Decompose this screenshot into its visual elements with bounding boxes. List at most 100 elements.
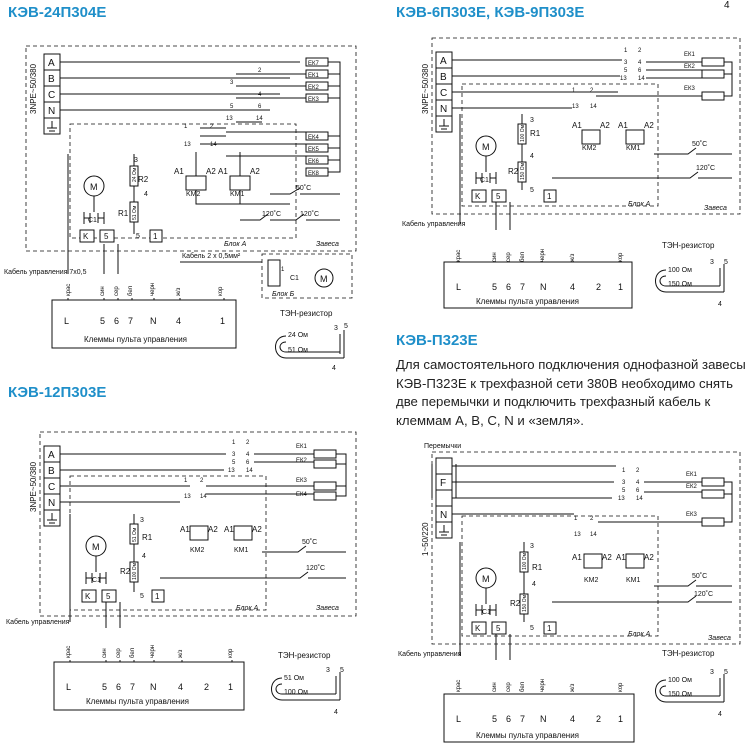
svg-text:4: 4 — [570, 282, 575, 292]
svg-text:черн: черн — [150, 645, 156, 658]
svg-text:1: 1 — [618, 714, 623, 724]
svg-text:4: 4 — [570, 714, 575, 724]
svg-text:A2: A2 — [644, 121, 654, 130]
svg-text:A2: A2 — [208, 525, 218, 534]
relay-km2 — [583, 553, 603, 569]
svg-text:C1: C1 — [290, 275, 299, 282]
thermo-50: 50˚C — [692, 572, 707, 580]
svg-text:14: 14 — [636, 496, 643, 502]
connection-note: Для самостоятельного подключения однофаз… — [396, 357, 746, 428]
relay-km1 — [229, 175, 251, 191]
block-a-label: Блок А — [628, 201, 651, 208]
svg-text:бел: бел — [128, 285, 134, 296]
svg-text:5: 5 — [530, 187, 534, 194]
svg-text:5: 5 — [232, 460, 236, 466]
svg-text:1: 1 — [547, 624, 552, 633]
terminal-n: N — [48, 106, 55, 117]
svg-text:син: син — [100, 286, 106, 296]
thermo-120: 120˚C — [696, 164, 715, 172]
thermo-120b: 120˚C — [300, 210, 319, 218]
thermo-120: 120˚C — [694, 590, 713, 598]
svg-text:4: 4 — [334, 709, 338, 716]
heater-group: ЕК1 ЕК2 ЕК3 ЕК4 — [296, 444, 347, 501]
svg-text:13: 13 — [572, 104, 579, 110]
svg-text:L: L — [64, 316, 69, 326]
svg-text:1: 1 — [153, 232, 158, 241]
contactor-switches: 2 3 4 5 6 13 14 1 2 13 14 — [184, 68, 306, 157]
svg-text:13: 13 — [228, 468, 235, 474]
control-panel-terminals — [443, 693, 635, 743]
svg-text:5: 5 — [102, 682, 107, 692]
svg-text:KM1: KM1 — [230, 191, 245, 198]
heater-ek2 — [701, 69, 725, 79]
svg-text:7: 7 — [128, 316, 133, 326]
control-cable-label: Кабель управления — [402, 220, 466, 228]
svg-text:крас: крас — [66, 284, 72, 296]
svg-text:100 Ом: 100 Ом — [132, 562, 138, 580]
terminal-k — [471, 621, 487, 635]
svg-text:5: 5 — [344, 323, 348, 330]
curtain-boundary — [431, 37, 741, 215]
svg-text:ЕК1: ЕК1 — [296, 444, 307, 450]
ground-icon — [47, 513, 57, 524]
svg-text:7: 7 — [520, 282, 525, 292]
svg-text:ж/з: ж/з — [570, 253, 576, 262]
svg-text:1: 1 — [572, 88, 576, 94]
svg-text:13: 13 — [184, 494, 191, 500]
svg-text:черн: черн — [150, 283, 156, 296]
svg-text:A1: A1 — [218, 167, 228, 176]
relay-km2 — [189, 525, 209, 541]
heater-group: ЕК1 ЕК2 ЕК3 — [684, 52, 733, 101]
svg-text:2: 2 — [590, 516, 594, 522]
terminal-k — [471, 189, 487, 203]
svg-text:4: 4 — [258, 92, 262, 98]
wire-color-labels: крас син сер бел черн ж/з кор — [66, 283, 224, 296]
svg-text:4: 4 — [638, 60, 642, 66]
svg-text:1: 1 — [547, 192, 552, 201]
terminal-1 — [543, 189, 557, 203]
svg-text:1: 1 — [228, 682, 233, 692]
ground-icon — [47, 121, 57, 132]
svg-text:51 Ом: 51 Ом — [132, 527, 138, 542]
resistor-title: ТЭН-резистор — [662, 241, 715, 250]
control-cable-label: Кабель управления — [6, 618, 70, 626]
control-panel-terminals — [51, 299, 237, 349]
svg-text:L: L — [66, 682, 71, 692]
svg-text:A1: A1 — [180, 525, 190, 534]
svg-text:14: 14 — [256, 116, 263, 122]
svg-text:4: 4 — [718, 301, 722, 308]
svg-text:ЕК7: ЕК7 — [308, 61, 319, 67]
svg-text:2: 2 — [200, 478, 204, 484]
block-a-boundary — [461, 83, 659, 207]
svg-text:6: 6 — [116, 682, 121, 692]
wire-color-labels: крас син сер бел черн ж/з кор — [456, 249, 624, 262]
svg-text:3: 3 — [624, 60, 628, 66]
terminal-5 — [491, 621, 507, 635]
svg-text:KM2: KM2 — [190, 547, 205, 554]
svg-text:5: 5 — [496, 192, 501, 201]
svg-text:100 Ом: 100 Ом — [522, 552, 528, 570]
svg-text:M: M — [482, 574, 490, 584]
svg-text:ЕК3: ЕК3 — [684, 86, 695, 92]
svg-text:A2: A2 — [252, 525, 262, 534]
svg-text:24 Ом: 24 Ом — [288, 332, 308, 339]
svg-text:5: 5 — [530, 625, 534, 632]
phase-terminals: A B C N — [43, 53, 61, 135]
svg-text:ЕК2: ЕК2 — [684, 64, 695, 70]
svg-text:K: K — [475, 624, 481, 633]
panel-terminal-labels: L 5 6 7 N 4 1 — [64, 316, 225, 326]
svg-text:100 Ом: 100 Ом — [520, 124, 526, 142]
block-a-boundary — [461, 515, 659, 637]
svg-text:24 Ом: 24 Ом — [132, 167, 138, 182]
block-a-label: Блок А — [628, 631, 651, 638]
phase-terminals: F N — [431, 457, 457, 539]
svg-text:M: M — [90, 182, 98, 192]
svg-text:13: 13 — [574, 532, 581, 538]
svg-text:черн: черн — [540, 679, 546, 692]
capacitor-c1: C1 — [480, 177, 489, 184]
svg-text:син: син — [492, 252, 498, 262]
svg-text:14: 14 — [590, 532, 597, 538]
heater-ek3 — [701, 91, 725, 101]
